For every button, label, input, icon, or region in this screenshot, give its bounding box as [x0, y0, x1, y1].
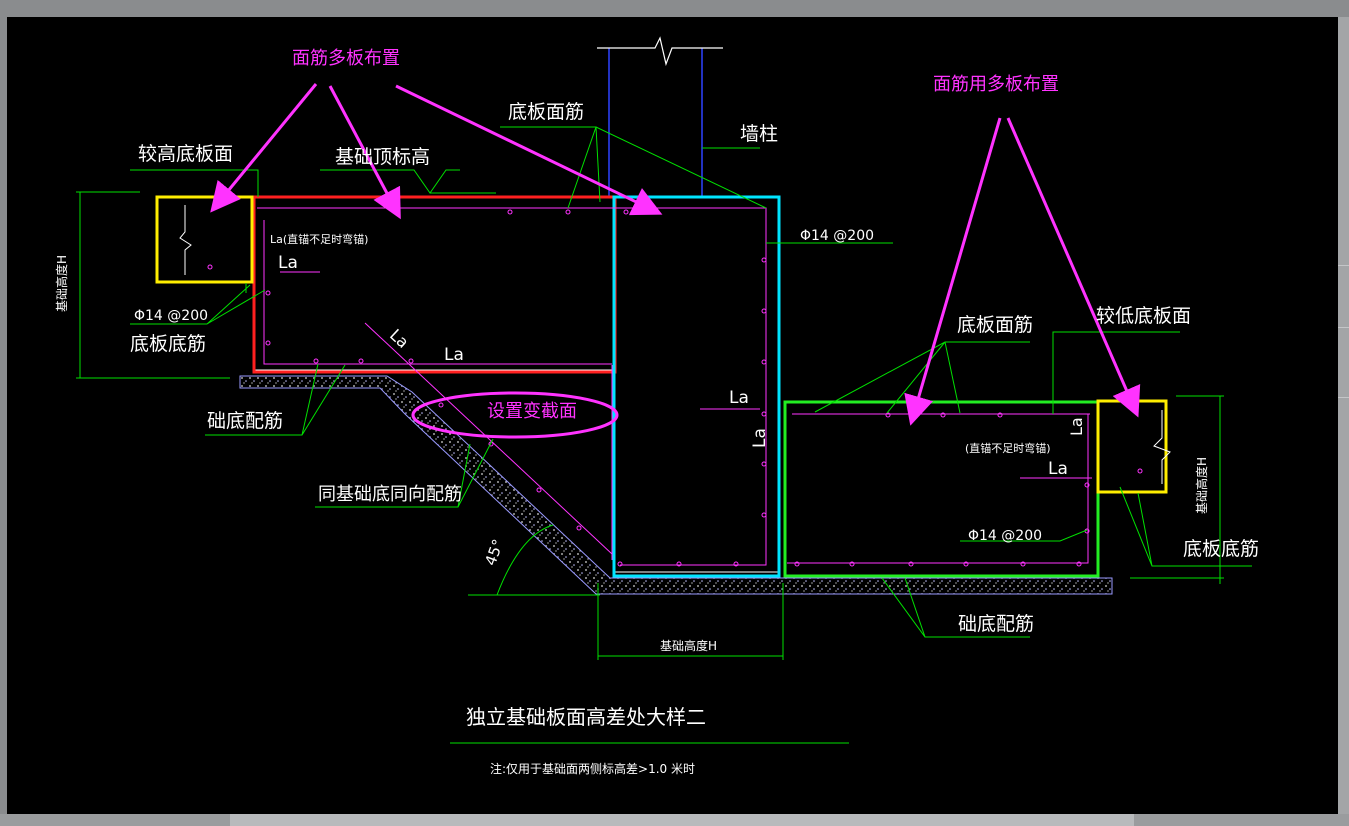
higher-slab-face-label: 较高底板面 — [138, 143, 233, 165]
foundation-top-elev-label: 基础顶标高 — [335, 146, 430, 168]
annotation-arrows — [210, 83, 1141, 426]
slab-top-rebar-right-label: 底板面筋 — [957, 314, 1033, 336]
foundation-height-right: 基础高度H — [1194, 457, 1209, 514]
yellow-box-left — [155, 195, 254, 284]
wall-column-label: 墙柱 — [740, 123, 778, 145]
la-right: La — [1048, 459, 1068, 479]
foundation-height-left: 基础高度H — [54, 255, 69, 312]
rebar-lines — [257, 207, 1092, 566]
green-highlight-box — [783, 400, 1100, 578]
drawing-note: 注:仅用于基础面两侧标高差>1.0 米时 — [490, 761, 695, 776]
rebar-spec-left: Φ14 @200 — [134, 308, 208, 324]
slab-top-rebar-left-label: 底板面筋 — [508, 101, 584, 123]
break-mark-left — [179, 205, 192, 275]
ruler-tick — [1338, 397, 1349, 398]
angle-45-label: 45° — [481, 537, 507, 568]
slab-bottom-rebar-right-label: 底板底筋 — [1183, 538, 1259, 560]
foundation-bottom-rebar-right-label: 础底配筋 — [958, 613, 1034, 635]
la-left-1: La — [278, 253, 298, 273]
la-center: La — [729, 388, 749, 408]
upper-slab-outline — [252, 196, 614, 371]
la-center-vertical: La — [750, 428, 770, 448]
slab-bottom-rebar-left-label: 底板底筋 — [130, 333, 206, 355]
la-right-vertical: La — [1067, 417, 1086, 436]
rebar-dots — [207, 209, 1143, 567]
variable-section-label: 设置变截面 — [487, 401, 577, 422]
top-note-left: 面筋多板布置 — [292, 48, 400, 69]
top-note-right: 面筋用多板布置 — [933, 74, 1059, 95]
break-line-symbol — [597, 36, 723, 67]
foundation-height-bottom: 基础高度H — [660, 638, 717, 653]
rebar-spec-right: Φ14 @200 — [968, 528, 1042, 544]
rebar-spec-top-right: Φ14 @200 — [800, 228, 874, 244]
right-scroll-strip[interactable] — [1338, 17, 1349, 826]
red-highlight-box — [252, 195, 617, 374]
cyan-highlight-box — [612, 195, 781, 578]
la-left-2: La — [444, 345, 464, 365]
la-note-left: La(直锚不足时弯锚) — [270, 232, 368, 246]
lower-slab-face-label: 较低底板面 — [1096, 305, 1191, 327]
foundation-bottom-rebar-left-label: 础底配筋 — [207, 410, 283, 432]
bottom-status-bar[interactable] — [0, 814, 1349, 826]
variable-section-ellipse — [411, 391, 619, 439]
ruler-tick — [1338, 327, 1349, 328]
la-diagonal: La — [386, 325, 413, 352]
same-direction-rebar-label: 同基础底同向配筋 — [318, 484, 462, 505]
drawing-title: 独立基础板面高差处大样二 — [466, 705, 706, 729]
ruler-tick — [1338, 265, 1349, 266]
leader-lines — [76, 126, 1252, 660]
gravel-cushion — [239, 375, 1113, 595]
break-mark-right — [1153, 410, 1171, 484]
foundation-detail-drawing: 面筋多板布置 面筋用多板布置 较高底板面 基础顶标高 底板面筋 墙柱 La(直锚… — [54, 36, 1259, 776]
la-note-right: (直锚不足时弯锚) — [965, 441, 1051, 455]
horizontal-scrollbar-thumb[interactable] — [230, 814, 1134, 826]
cad-viewport[interactable]: 面筋多板布置 面筋用多板布置 较高底板面 基础顶标高 底板面筋 墙柱 La(直锚… — [7, 17, 1338, 814]
